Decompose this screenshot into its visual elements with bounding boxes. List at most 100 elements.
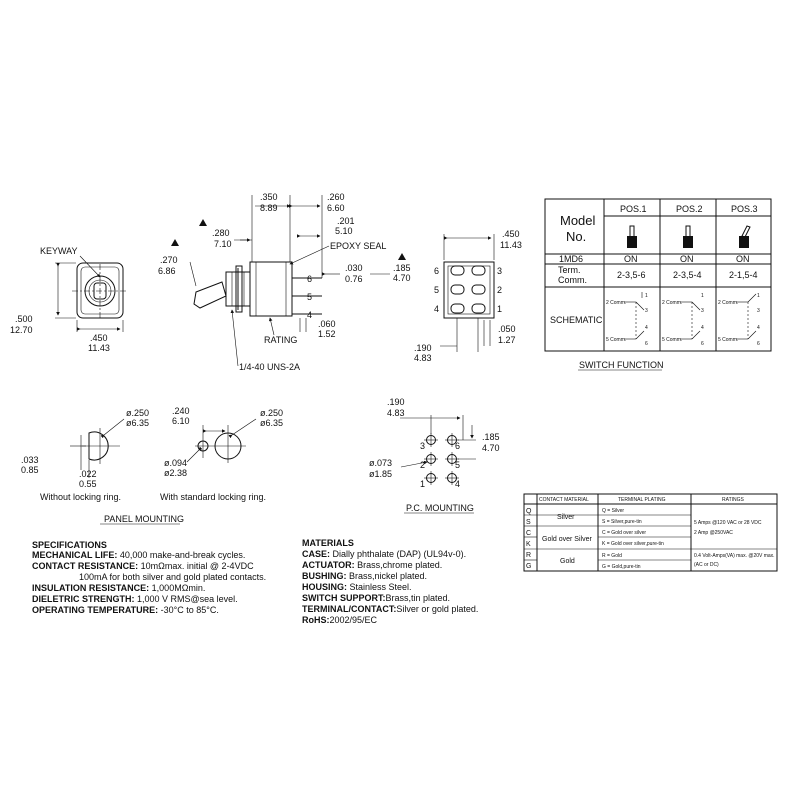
pc-190-mm: 4.83: [387, 408, 405, 418]
pos2-toggle-icon: [683, 225, 693, 248]
pos3-state: ON: [736, 254, 750, 264]
plating-q: Q = Silver: [602, 508, 624, 514]
code-k: K: [526, 541, 531, 548]
code-s: S: [526, 519, 531, 526]
pm-033-mm: 0.85: [21, 465, 39, 475]
pc-pin-6: 6: [455, 441, 460, 451]
pm-022-mm: 0.55: [79, 479, 97, 489]
svg-text:6: 6: [645, 341, 648, 347]
pos1-toggle-icon: [627, 225, 637, 248]
panel-mounting: ø.250 ø6.35 .033 0.85 .022 0.55 Without …: [21, 406, 283, 525]
dim-260-mm: 6.60: [327, 203, 345, 213]
hole-without-ring: [88, 431, 109, 461]
dim-270-in: .270: [160, 255, 178, 265]
rating-gold-2: (AC or DC): [694, 562, 719, 568]
spec-temperature: OPERATING TEMPERATURE: -30°C to 85°C.: [32, 605, 219, 615]
bottom-pin-1: 1: [497, 304, 502, 314]
spec-contact-resistance-note: 100mA for both silver and gold plated co…: [79, 572, 266, 582]
pos1-term: 2-3,5-6: [617, 270, 646, 280]
epoxy-seal-label: EPOXY SEAL: [330, 241, 386, 251]
side-pin-6: 6: [307, 274, 312, 284]
side-lever: [193, 281, 227, 309]
panel-mounting-title: PANEL MOUNTING: [104, 514, 184, 524]
dim-350-in: .350: [260, 192, 278, 202]
dim-185-mm: 4.70: [393, 273, 411, 283]
dim-030-in: .030: [345, 263, 363, 273]
plating-k: K = Gold over silver,pure-tin: [602, 541, 664, 547]
spec-mechanical-life: MECHANICAL LIFE: 40,000 make-and-break c…: [32, 550, 245, 560]
switch-function-caption: SWITCH FUNCTION: [579, 360, 664, 370]
svg-text:6: 6: [757, 341, 760, 347]
pos1-header: POS.1: [620, 204, 647, 214]
front-view: KEYWAY .500 12.70 .450 11.43: [10, 246, 128, 353]
dim-185-in: .185: [393, 263, 411, 273]
schematic-pos3: 2 Comm. 5 Comm. 1 3 4 6: [718, 293, 760, 347]
bottom-pin-6: 6: [434, 266, 439, 276]
svg-text:4: 4: [757, 325, 760, 331]
svg-text:2 Comm.: 2 Comm.: [606, 300, 626, 306]
material-terminal: TERMINAL/CONTACT:Silver or gold plated.: [302, 604, 478, 614]
rating-silver-1: 5 Amps @120 VAC or 28 VDC: [694, 520, 762, 526]
pm-caption-b: With standard locking ring.: [160, 492, 266, 502]
dim-280-in: .280: [212, 228, 230, 238]
bottom-dim-050-in: .050: [498, 324, 516, 334]
material-silver: Silver: [557, 514, 575, 521]
spec-dielectric: DIELETRIC STRENGTH: 1,000 V RMS@sea leve…: [32, 594, 238, 604]
pc-pin-5: 5: [455, 460, 460, 470]
material-actuator: ACTUATOR: Brass,chrome plated.: [302, 560, 442, 570]
dim-030-mm: 0.76: [345, 274, 363, 284]
ratings-header-ratings: RATINGS: [722, 497, 745, 503]
plating-c: C = Gold over silver: [602, 530, 646, 536]
model-value: 1MD6: [559, 254, 583, 264]
rating-silver-2: 2 Amp @250VAC: [694, 530, 733, 536]
rating-gold-1: 0.4 Volt-Amps(VA) max. @20V max.: [694, 553, 775, 559]
side-body: [249, 261, 293, 317]
svg-text:1: 1: [645, 293, 648, 299]
schematic-pos1: 2 Comm. 5 Comm. 1 3 4 6: [606, 292, 648, 347]
plating-g: G = Gold,pure-tin: [602, 564, 641, 570]
pm-240-in: .240: [172, 406, 190, 416]
side-pin-4: 4: [307, 310, 312, 320]
material-gold-over-silver: Gold over Silver: [542, 536, 592, 543]
plating-r: R = Gold: [602, 553, 622, 559]
svg-text:2 Comm.: 2 Comm.: [718, 300, 738, 306]
spec-contact-resistance: CONTACT RESISTANCE: 10mΩmax. initial @ 2…: [32, 561, 254, 571]
pos3-header: POS.3: [731, 204, 758, 214]
pc-185-in: .185: [482, 432, 500, 442]
pm-dia2-in: ø.250: [260, 408, 283, 418]
svg-text:3: 3: [645, 308, 648, 314]
bottom-dim-450-mm: 11.43: [500, 240, 522, 250]
front-width-in: .450: [90, 333, 108, 343]
bottom-dim-190-mm: 4.83: [414, 353, 432, 363]
keyway-label: KEYWAY: [40, 246, 78, 256]
pm-dia2-mm: ø6.35: [260, 418, 283, 428]
svg-text:Term.: Term.: [558, 265, 581, 275]
schematic-label: SCHEMATIC: [550, 315, 603, 325]
dim-060-mm: 1.52: [318, 329, 336, 339]
pc-mounting-title: P.C. MOUNTING: [406, 503, 474, 513]
front-height-mm: 12.70: [10, 325, 33, 335]
pm-094-in: ø.094: [164, 458, 187, 468]
bottom-housing: [443, 261, 495, 319]
pos2-term: 2-3,5-4: [673, 270, 702, 280]
specifications-block: SPECIFICATIONS MECHANICAL LIFE: 40,000 m…: [32, 540, 266, 615]
dim-201-mm: 5.10: [335, 226, 353, 236]
pc-190-in: .190: [387, 397, 405, 407]
side-view: 6 5 4 .350 8.89 .260 6.60 .201 5.10 .280…: [158, 192, 411, 372]
material-switch-support: SWITCH SUPPORT:Brass,tin plated.: [302, 593, 450, 603]
dim-260-in: .260: [327, 192, 345, 202]
dim-350-mm: 8.89: [260, 203, 278, 213]
plating-s: S = Silver,pure-tin: [602, 519, 642, 525]
bottom-pin-4: 4: [434, 304, 439, 314]
svg-text:3: 3: [757, 308, 760, 314]
pos3-toggle-icon: [739, 225, 751, 248]
svg-text:5 Comm.: 5 Comm.: [606, 337, 626, 343]
bottom-pin-5: 5: [434, 285, 439, 295]
front-width-mm: 11.43: [88, 343, 110, 353]
pc-pin-4: 4: [455, 479, 460, 489]
side-pin-5: 5: [307, 292, 312, 302]
svg-text:1: 1: [701, 293, 704, 299]
term-comm-label: Comm.: [558, 275, 587, 285]
pm-094-mm: ø2.38: [164, 468, 187, 478]
